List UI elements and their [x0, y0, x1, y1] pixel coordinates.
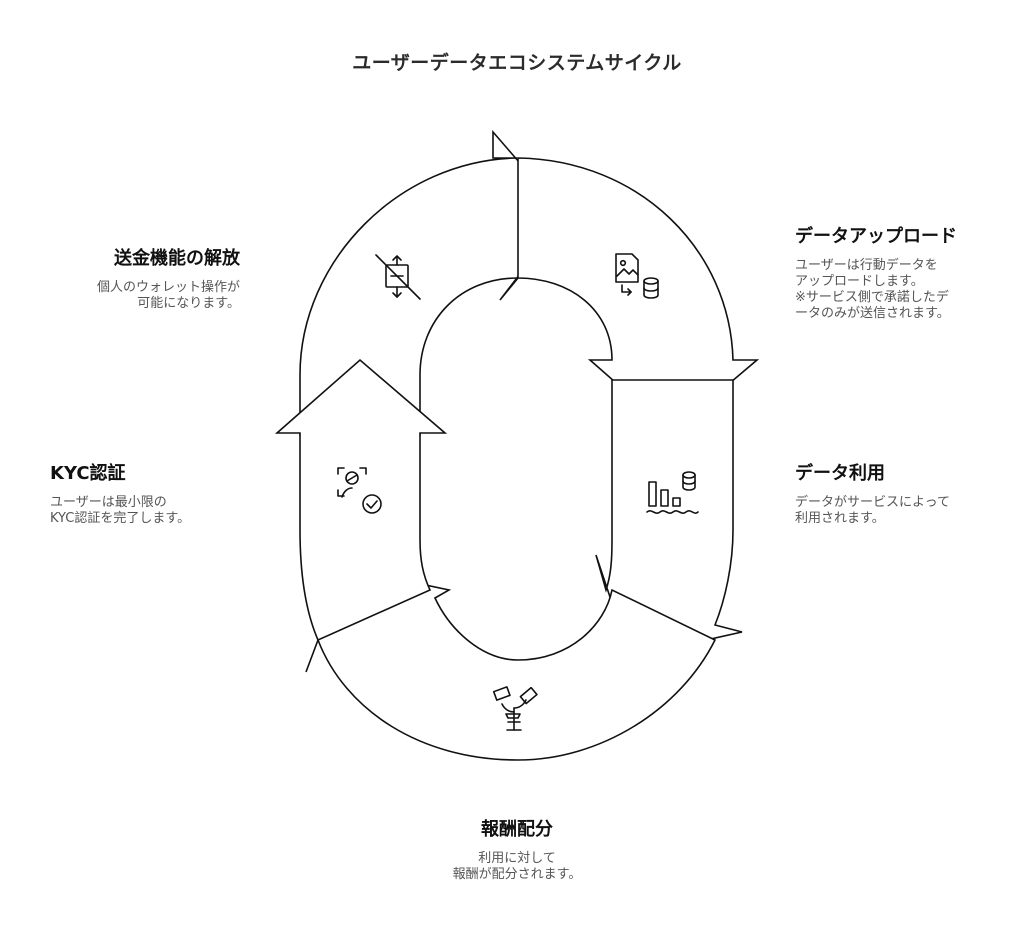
step-usage-text: データがサービスによって 利用されます。	[795, 495, 950, 526]
step-upload-text: ユーザーは行動データを アップロードします。 ※サービス側で承諾したデ ータのみ…	[795, 258, 950, 321]
arrow-segment-right	[517, 157, 760, 434]
step-reward-heading: 報酬配分	[481, 819, 553, 840]
data-lake-chart-icon	[646, 471, 699, 514]
step-unlock-heading: 送金機能の解放	[114, 248, 240, 269]
money-plant-icon	[492, 686, 538, 731]
step-upload: データアップロード ユーザーは行動データを アップロードします。 ※サービス側で…	[795, 222, 1005, 322]
step-unlock-text: 個人のウォレット操作が 可能になります。	[96, 280, 240, 311]
unlock-transfer-icon	[375, 254, 421, 300]
step-kyc-heading: KYC認証	[50, 463, 126, 484]
step-reward-text: 利用に対して 報酬が配分されます。	[452, 851, 582, 882]
step-unlock: 送金機能の解放 個人のウォレット操作が 可能になります。	[40, 244, 240, 312]
step-kyc: KYC認証 ユーザーは最小限の KYC認証を完了します。	[50, 459, 250, 527]
image-to-database-icon	[615, 253, 659, 299]
step-usage-heading: データ利用	[795, 463, 885, 484]
step-upload-heading: データアップロード	[795, 226, 957, 247]
arrow-segment-left	[274, 358, 448, 642]
diagram-title: ユーザーデータエコシステムサイクル	[352, 52, 682, 74]
arrow-segment-right-lower	[595, 379, 743, 658]
face-verified-icon	[337, 467, 382, 514]
arrow-segment-top	[299, 129, 567, 436]
step-usage: データ利用 データがサービスによって 利用されます。	[795, 459, 1005, 527]
step-kyc-text: ユーザーは最小限の KYC認証を完了します。	[50, 495, 191, 526]
step-reward: 報酬配分 利用に対して 報酬が配分されます。	[417, 815, 617, 883]
arrow-segment-bottom	[305, 567, 717, 761]
